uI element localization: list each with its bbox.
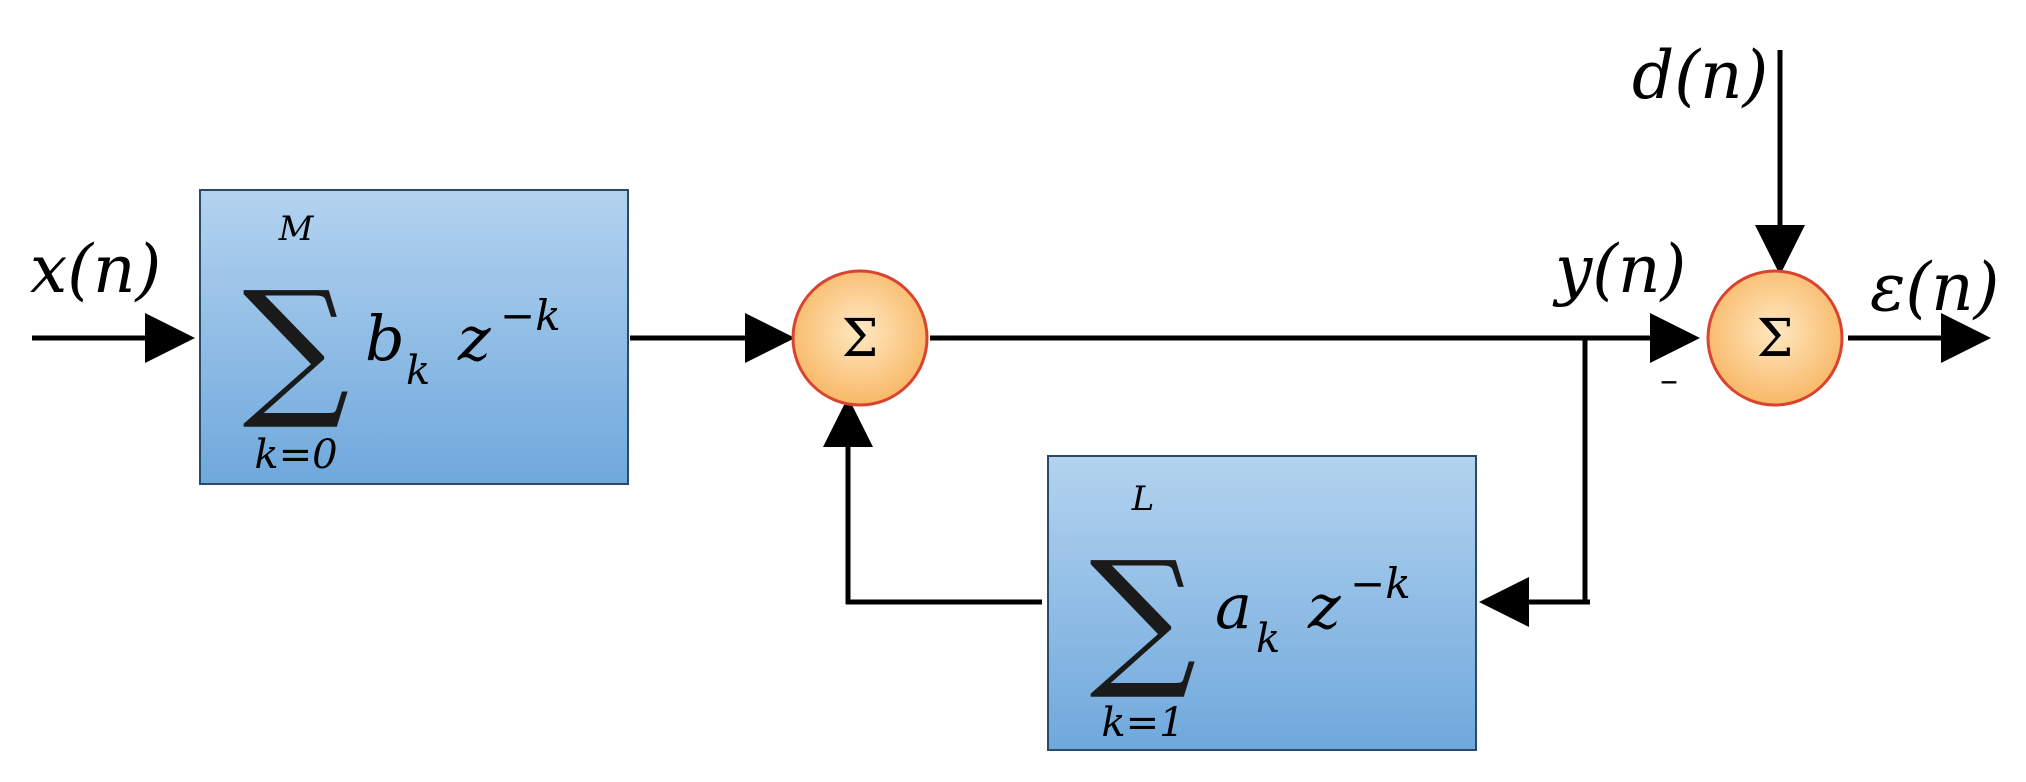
feedback-lower-limit: k=1 [1101,700,1184,746]
feedback-upper-limit: L [1131,479,1155,519]
forward-delay-exponent: −k [500,291,561,340]
forward-upper-limit: M [278,209,315,249]
forward-sum-symbol: ∑ [242,260,349,434]
forward-delay-base: z [457,302,491,375]
middle-adder-circle [791,269,929,407]
output-adder-circle [1706,269,1844,407]
desired-signal-label: d(n) [1632,37,1768,114]
forward-filter-block: M ∑ k=0 b k z −k [199,189,629,485]
forward-block-box [199,189,629,485]
feedback-delay-base: z [1307,570,1341,643]
forward-coefficient-subscript: k [406,348,430,394]
output-adder: Σ [1706,269,1844,407]
output-signal-label: y(n) [1552,231,1686,308]
feedback-sum-symbol: ∑ [1089,530,1196,704]
feedback-coefficient-subscript: k [1256,616,1280,662]
error-signal-label: ε(n) [1870,249,1999,326]
feedback-filter-block: L ∑ k=1 a k z −k [1047,455,1477,751]
minus-sign: – [1660,360,1678,401]
forward-lower-limit: k=0 [254,432,337,478]
middle-adder: Σ [791,269,929,407]
feedback-coefficient: a [1215,570,1252,643]
feedback-block-box [1047,455,1477,751]
forward-coefficient: b [365,302,405,375]
feedback-delay-exponent: −k [1350,559,1411,608]
input-signal-label: x(n) [30,231,161,308]
middle-adder-symbol: Σ [842,309,879,369]
output-adder-symbol: Σ [1757,309,1794,369]
